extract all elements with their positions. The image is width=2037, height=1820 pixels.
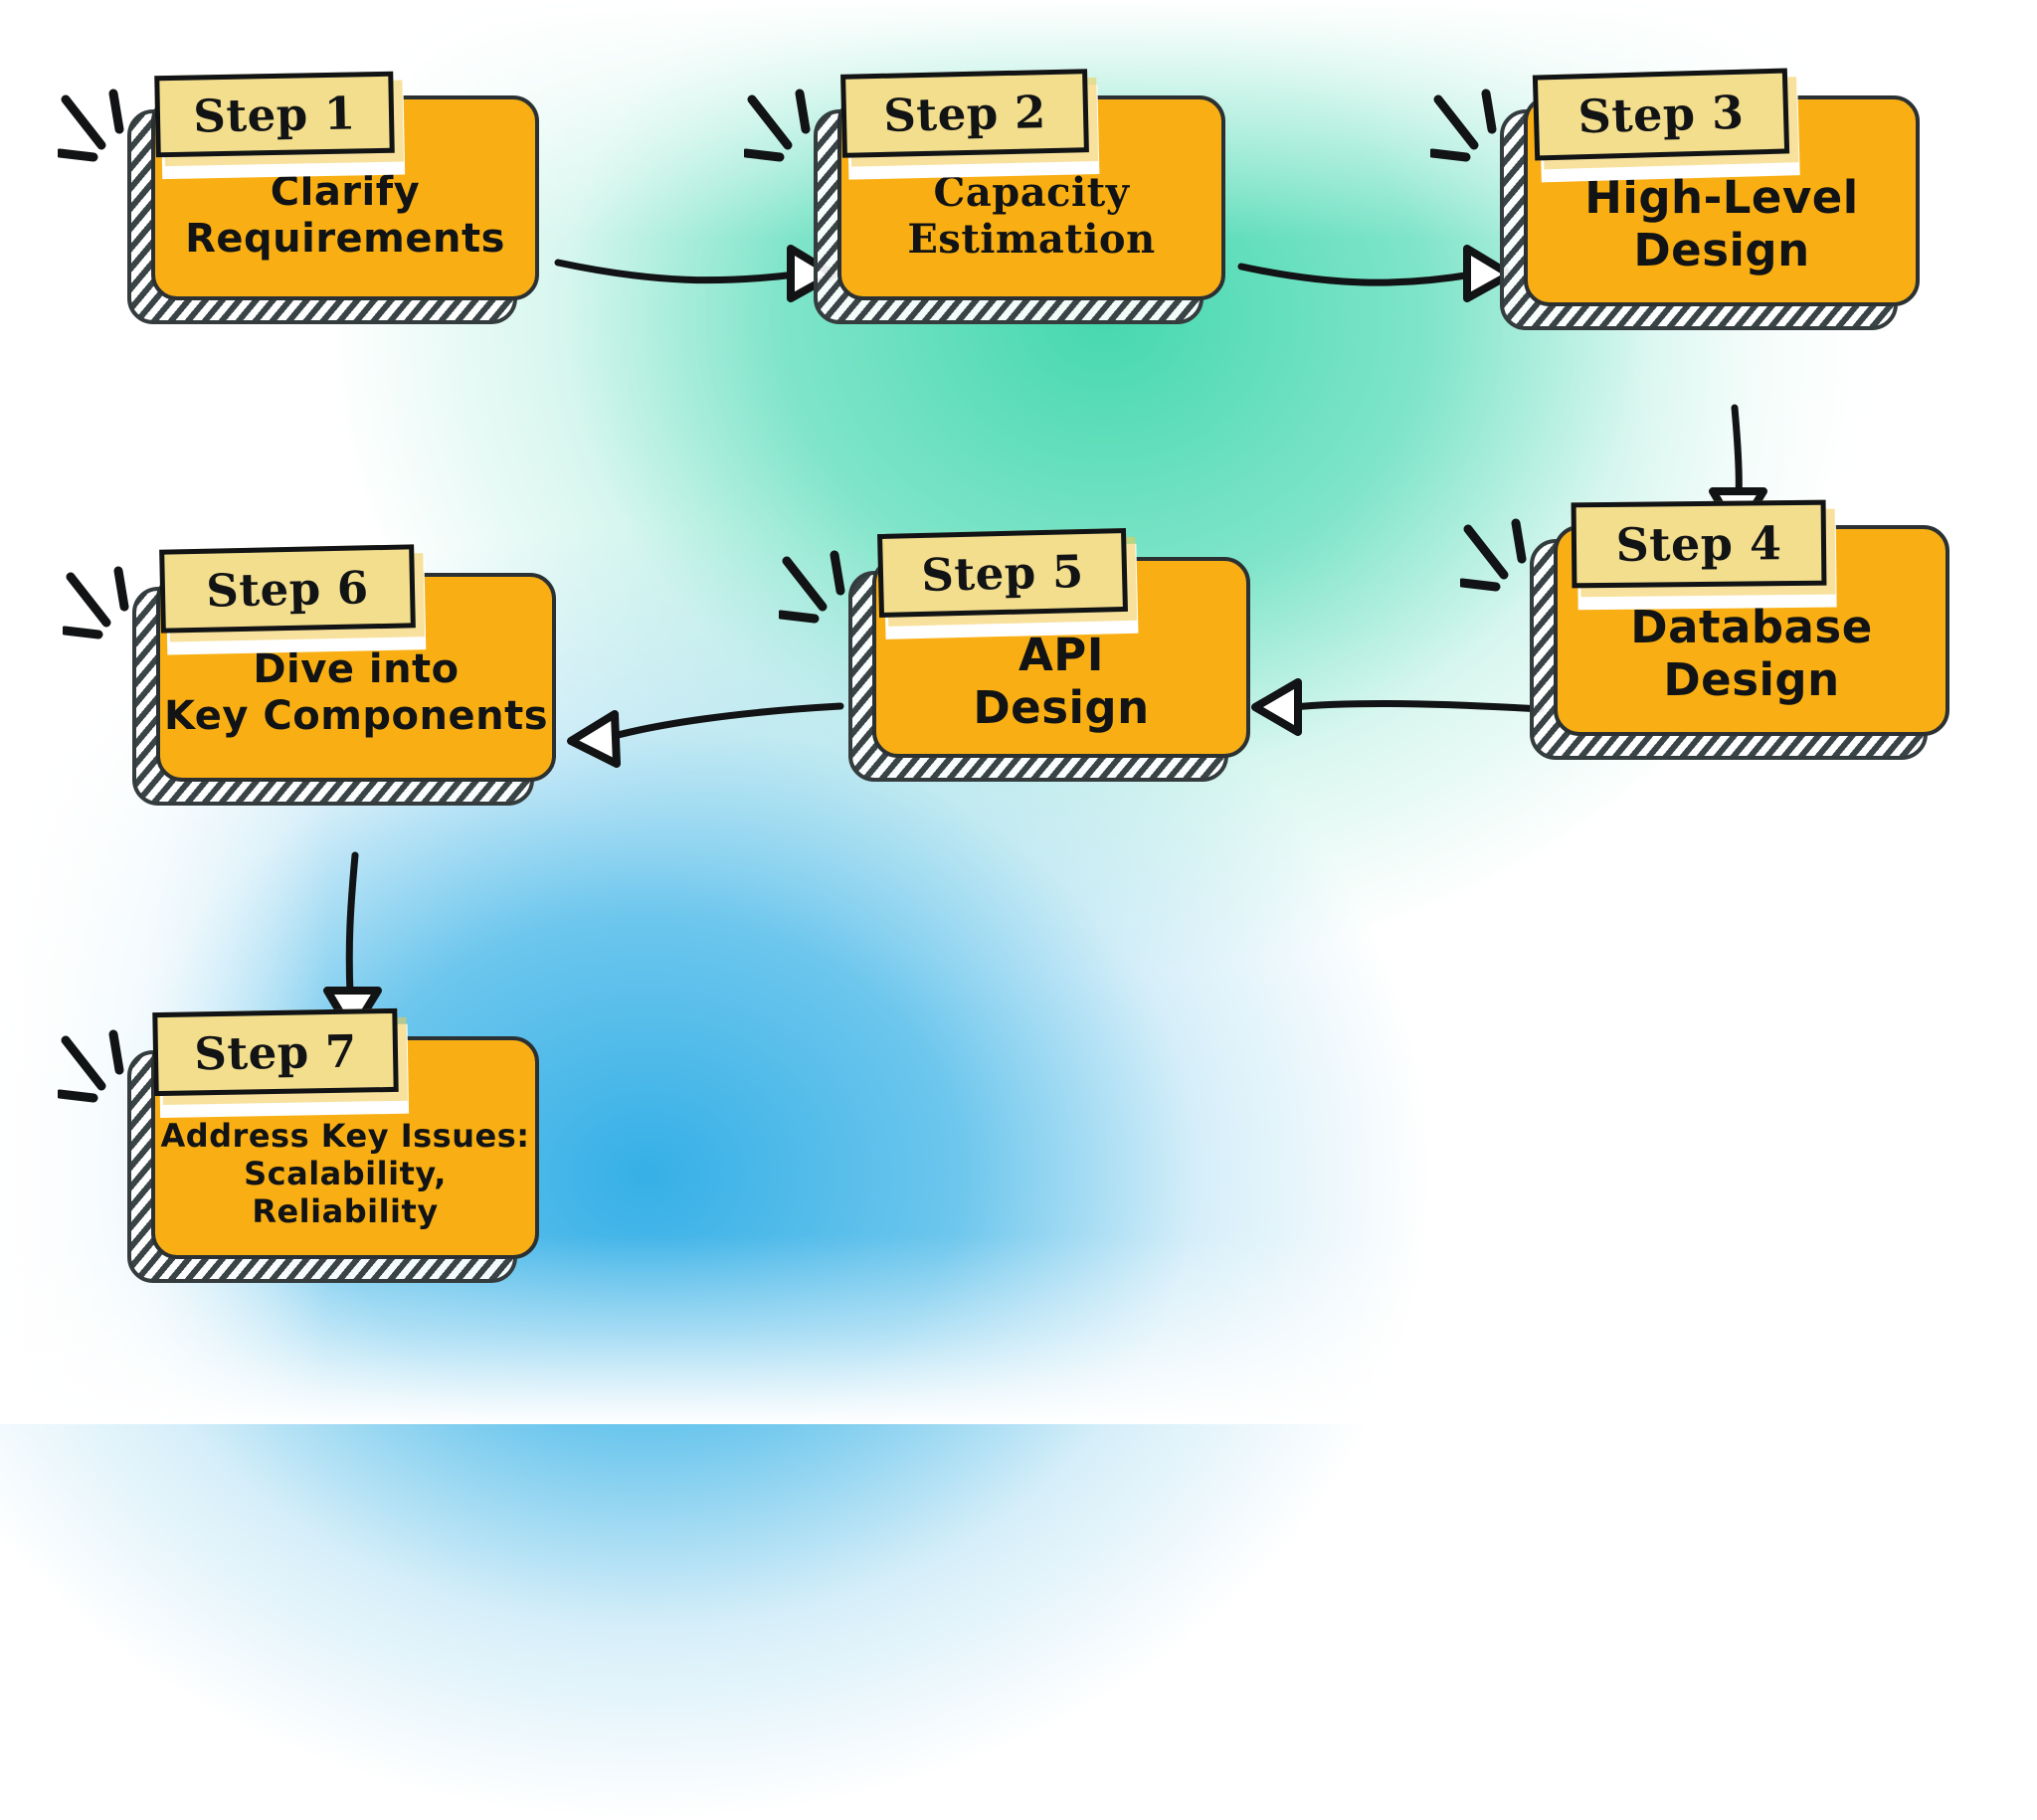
edge-step4-step5 [1251,678,1545,736]
spark-icon [1460,518,1527,592]
node-label-chip-step1: Step 1 [154,71,406,180]
node-label-text: Step 6 [205,560,370,618]
node-label-text: Step 4 [1615,516,1782,572]
edge-step1-step2 [554,245,837,302]
node-step7[interactable]: Address Key Issues:Scalability, Reliabil… [58,1007,557,1305]
edge-step2-step3 [1237,245,1514,302]
node-label-chip-step2: Step 2 [840,69,1100,180]
node-label-chip-step6: Step 6 [159,544,427,655]
node-body-line: Address Key Issues: [160,1117,530,1155]
node-label-chip-step4: Step 4 [1571,499,1837,611]
chip: Step 2 [840,69,1089,158]
node-body-step7: Address Key Issues:Scalability, Reliabil… [155,1117,535,1230]
node-label-chip-step3: Step 3 [1532,68,1800,183]
node-label-text: Step 3 [1576,85,1746,144]
spark-icon [779,550,845,624]
node-label-chip-step7: Step 7 [152,1007,410,1119]
spark-icon [1430,89,1497,162]
node-body-line: Design [1633,224,1810,277]
node-body-line: Database [1630,601,1873,653]
spark-icon [744,89,811,162]
node-body-line: Design [973,681,1150,735]
chip: Step 3 [1532,68,1790,161]
chip: Step 5 [877,527,1128,619]
node-label-chip-step5: Step 5 [877,527,1139,639]
node-body-line: Design [1663,653,1840,707]
spark-icon [63,566,129,639]
chip: Step 4 [1571,499,1827,589]
node-label-text: Step 1 [192,86,357,143]
node-body-line: Requirements [185,216,505,263]
spark-icon [58,1029,124,1103]
node-body-line: Estimation [907,216,1156,264]
chip: Step 6 [159,544,416,634]
edge-step6-step7 [323,851,382,1036]
spark-icon [58,89,124,162]
node-body-line: API [1018,629,1105,681]
node-body-line: Key Components [163,693,549,740]
node-body-line: Clarify [270,169,421,215]
edge-step5-step6 [567,702,844,768]
chip: Step 7 [152,1007,399,1097]
chip: Step 1 [154,71,395,158]
node-label-text: Step 2 [882,85,1047,142]
node-body-line: Dive into [253,646,460,692]
node-body-line: Scalability, Reliability [244,1154,447,1230]
node-label-text: Step 7 [193,1024,358,1080]
node-label-text: Step 5 [920,544,1085,602]
